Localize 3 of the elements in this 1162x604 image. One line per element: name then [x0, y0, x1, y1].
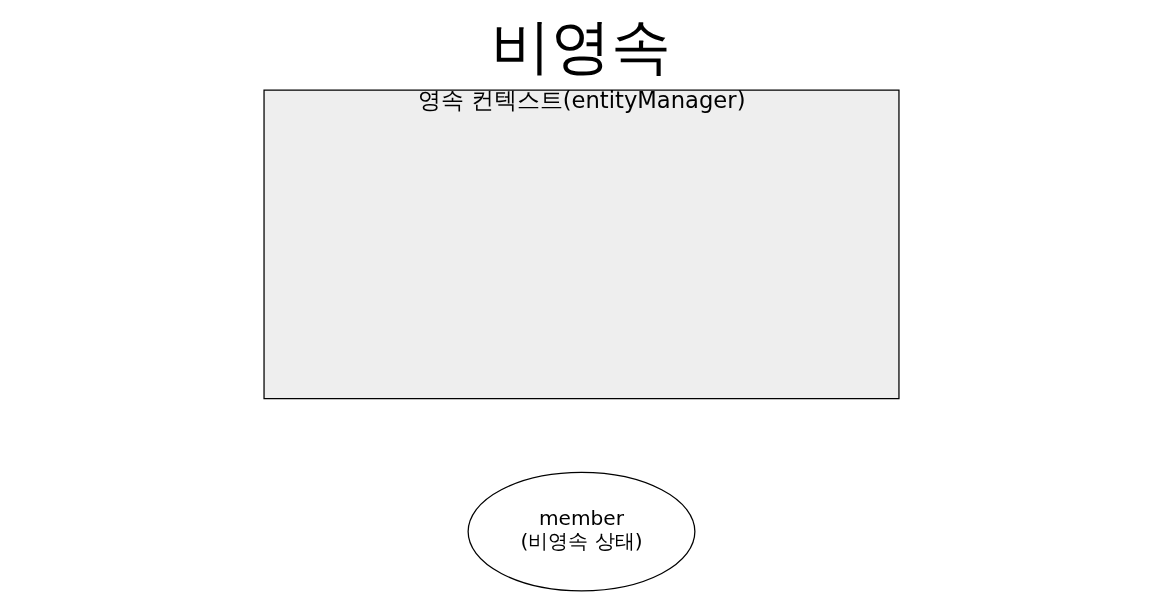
node-ellipse: member (비영속 상태) [467, 471, 695, 592]
diagram-title: 비영속 [491, 10, 671, 81]
node-box: 영속 컨텍스트(entityManager) [262, 89, 900, 400]
